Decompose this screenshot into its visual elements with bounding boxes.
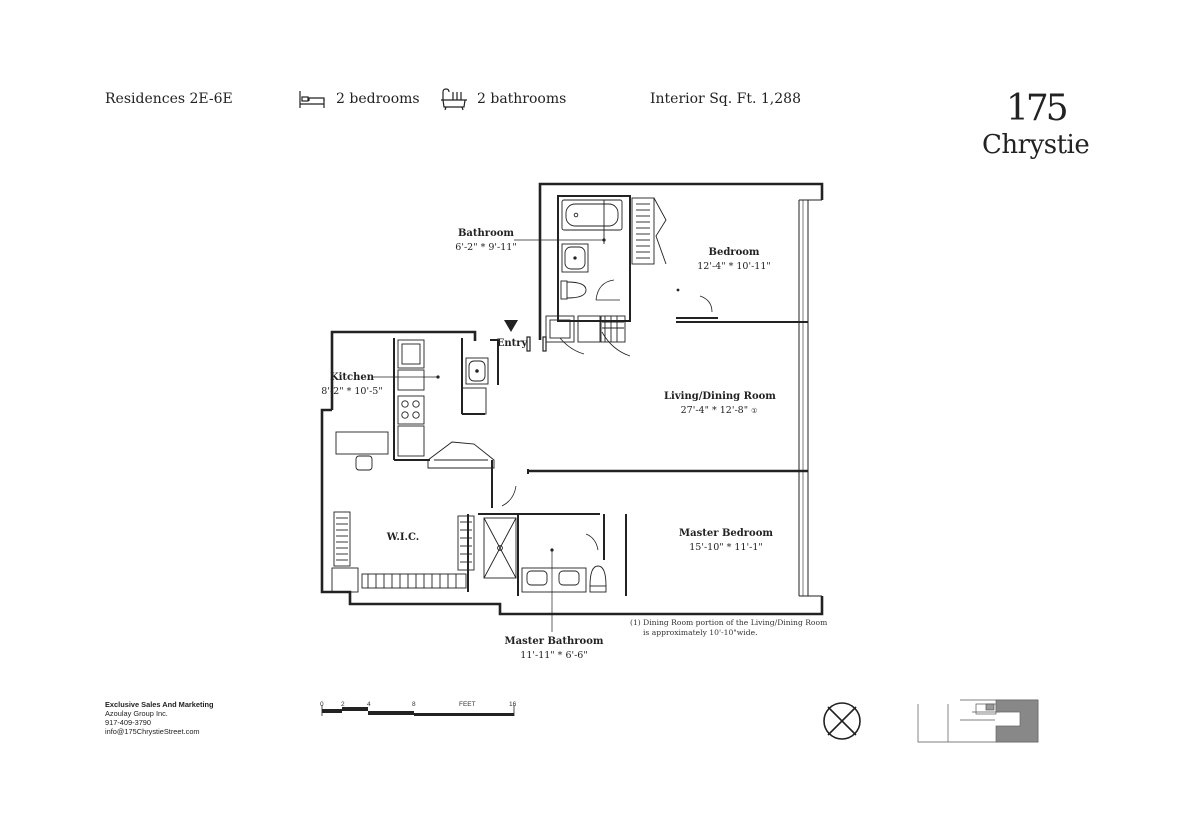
- room-wic-name: W.I.C.: [386, 532, 420, 543]
- room-kitchen: Kitchen 8'-2" * 10'-5": [320, 372, 384, 397]
- interior-walls: [393, 195, 808, 596]
- room-bathroom: Bathroom 6'-2" * 9'-11": [446, 228, 526, 253]
- contact-email: info@175ChrystieStreet.com: [105, 727, 200, 736]
- room-bedroom-dims: 12'-4" * 10'-11": [697, 261, 771, 272]
- residences-title: Residences 2E-6E: [105, 91, 233, 107]
- contact-title: Exclusive Sales And Marketing: [105, 700, 214, 709]
- scale-tick-0: 0: [320, 701, 324, 708]
- scale-bar: [321, 705, 515, 716]
- scale-tick-8: 8: [412, 701, 416, 708]
- bedrooms-count: 2 bedrooms: [336, 91, 420, 107]
- room-bathroom-name: Bathroom: [457, 228, 514, 239]
- contact-company: Azoulay Group Inc.: [105, 709, 168, 718]
- logo-number: 175: [1006, 88, 1069, 129]
- entry-arrow-icon: [504, 320, 518, 332]
- entry-jambs: [526, 336, 547, 352]
- leader-lines: [372, 239, 604, 632]
- footnote: (1) Dining Room portion of the Living/Di…: [630, 618, 827, 638]
- scale-tick-2: 2: [341, 701, 345, 708]
- room-living-name: Living/Dining Room: [664, 391, 776, 402]
- interior-sqft: Interior Sq. Ft. 1,288: [650, 91, 801, 107]
- room-entry-name: Entry: [496, 338, 528, 349]
- contact-block: Exclusive Sales And Marketing Azoulay Gr…: [105, 700, 214, 736]
- exterior-walls: [320, 182, 824, 616]
- key-plan-icon: [917, 699, 1039, 743]
- scale-tick-16: 16: [509, 701, 517, 708]
- room-master-bathroom-dims: 11'-11" * 6'-6": [520, 650, 588, 661]
- room-kitchen-dims: 8'-2" * 10'-5": [321, 386, 383, 397]
- footnote-line-1: (1) Dining Room portion of the Living/Di…: [630, 618, 828, 627]
- bedroom-closet: [631, 197, 667, 265]
- scale-tick-4: 4: [367, 701, 371, 708]
- contact-phone: 917-409-3790: [105, 718, 152, 727]
- bathtub-icon: [441, 88, 467, 111]
- kitchen-fixtures: [397, 339, 495, 469]
- master-bath-fixtures: [483, 517, 607, 593]
- room-kitchen-name: Kitchen: [329, 372, 375, 383]
- footnote-line-2: is approximately 10'-10"wide.: [643, 628, 758, 637]
- room-living-dims-wrap: 27'-4" * 12'-8" ①: [664, 405, 774, 416]
- room-master-bedroom: Master Bedroom 15'-10" * 11'-1": [676, 528, 776, 553]
- room-bathroom-dims: 6'-2" * 9'-11": [455, 242, 517, 253]
- bed-icon: [299, 91, 325, 108]
- window-wall: [798, 199, 822, 597]
- north-compass-icon: [823, 702, 861, 740]
- leader-dots: [436, 238, 680, 552]
- scale-unit: FEET: [459, 701, 476, 708]
- wic-fixtures: [331, 431, 475, 593]
- room-wic: W.I.C.: [378, 532, 428, 543]
- bathroom-fixtures: [560, 199, 623, 300]
- room-master-bedroom-dims: 15'-10" * 11'-1": [689, 542, 763, 553]
- room-master-bathroom-name: Master Bathroom: [504, 636, 604, 647]
- entry-closets: [545, 315, 626, 343]
- bathrooms-count: 2 bathrooms: [477, 91, 567, 107]
- room-bedroom: Bedroom 12'-4" * 10'-11": [694, 247, 774, 272]
- room-living-dims: 27'-4" * 12'-8": [680, 405, 749, 416]
- room-bedroom-name: Bedroom: [708, 247, 760, 258]
- room-living-dining: Living/Dining Room 27'-4" * 12'-8" ①: [664, 391, 776, 416]
- room-entry: Entry: [496, 338, 528, 349]
- logo-name: Chrystie: [982, 130, 1090, 160]
- room-master-bathroom: Master Bathroom 11'-11" * 6'-6": [502, 636, 606, 661]
- room-living-mark: ①: [751, 407, 758, 415]
- door-swings: [501, 279, 713, 551]
- room-master-bedroom-name: Master Bedroom: [679, 528, 773, 539]
